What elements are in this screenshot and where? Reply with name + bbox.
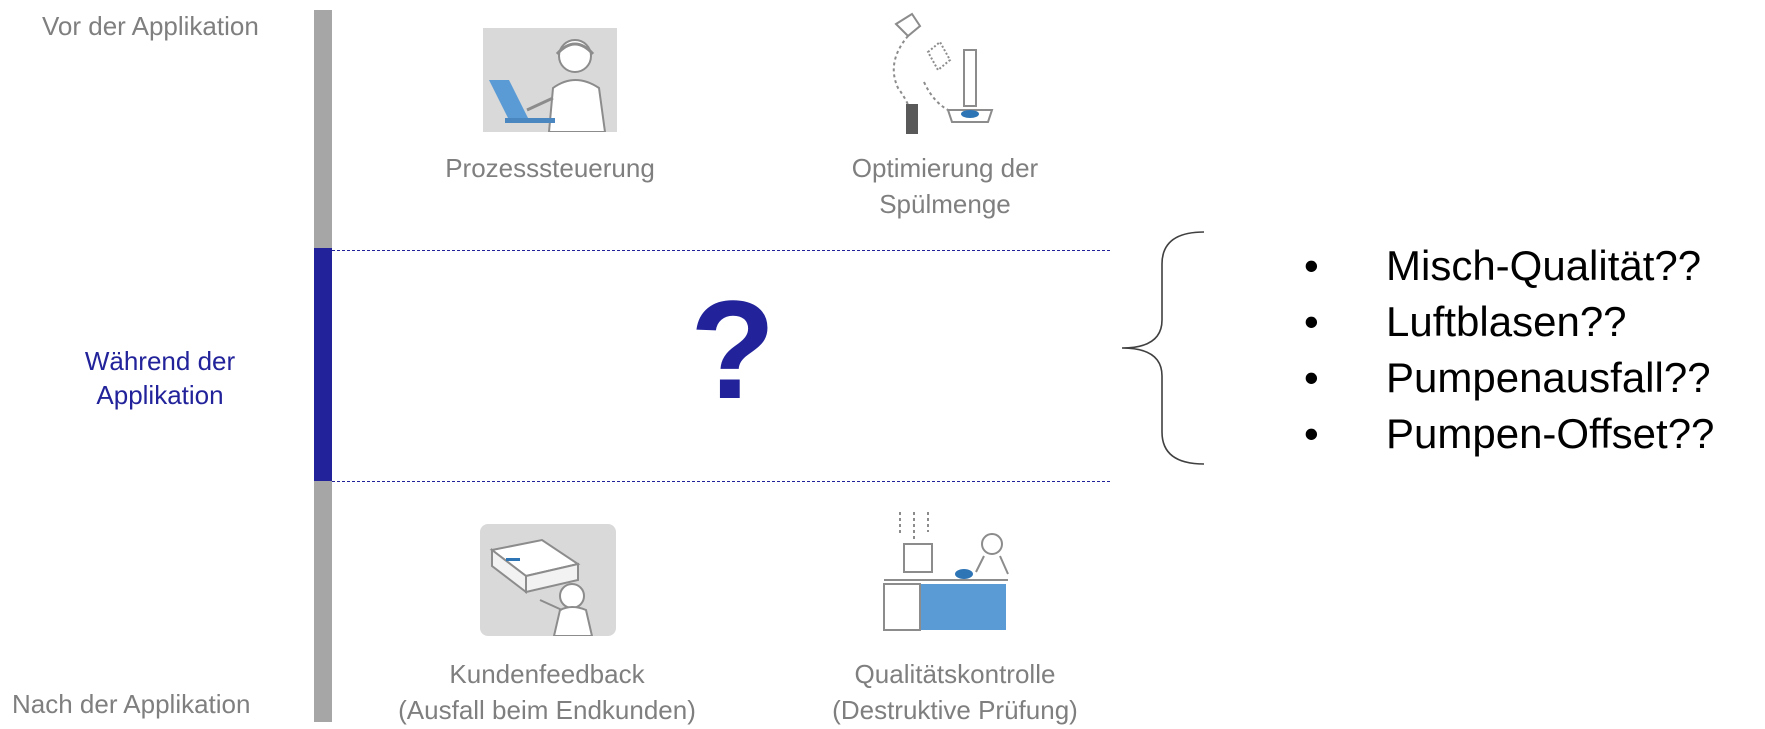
- flushing-machine-icon: [892, 12, 994, 134]
- bullet-icon: •: [1304, 410, 1319, 457]
- after-item-label-2: Qualitätskontrolle (Destruktive Prüfung): [832, 659, 1078, 726]
- quality-lab-icon: [883, 512, 1009, 631]
- issue-item: • Pumpen-Offset??: [1300, 406, 1714, 462]
- divider-top: [332, 250, 1110, 251]
- phase-label-after: Nach der Applikation: [12, 689, 251, 719]
- issues-list: • Misch-Qualität?? • Luftblasen?? • Pumpena…: [1300, 238, 1714, 462]
- after-item-label-1: Kundenfeedback (Ausfall beim Endkunden): [398, 659, 696, 726]
- timeline-during-segment: [314, 248, 332, 481]
- customer-device-icon: [480, 524, 616, 636]
- engineer-laptop-icon: [483, 28, 617, 132]
- issue-text: Pumpen-Offset??: [1386, 410, 1715, 457]
- phase-label-before: Vor der Applikation: [42, 11, 259, 41]
- bullet-icon: •: [1304, 354, 1319, 401]
- unknown-question-mark: ?: [690, 271, 776, 428]
- issue-text: Misch-Qualität??: [1386, 242, 1702, 289]
- issue-item: • Pumpenausfall??: [1300, 350, 1714, 406]
- bullet-icon: •: [1304, 298, 1319, 345]
- before-item-label-2: Optimierung der Spülmenge: [851, 153, 1039, 220]
- phase-label-during: Während der Applikation: [84, 346, 236, 410]
- timeline-after-segment: [314, 481, 332, 722]
- issue-item: • Misch-Qualität??: [1300, 238, 1714, 294]
- issue-text: Pumpenausfall??: [1386, 354, 1711, 401]
- issue-text: Luftblasen??: [1386, 298, 1627, 345]
- bullet-icon: •: [1304, 242, 1319, 289]
- before-item-label-1: Prozesssteuerung: [445, 153, 655, 183]
- issue-item: • Luftblasen??: [1300, 294, 1714, 350]
- divider-bottom: [332, 481, 1110, 482]
- curly-brace: [1121, 231, 1205, 465]
- timeline-before-segment: [314, 10, 332, 248]
